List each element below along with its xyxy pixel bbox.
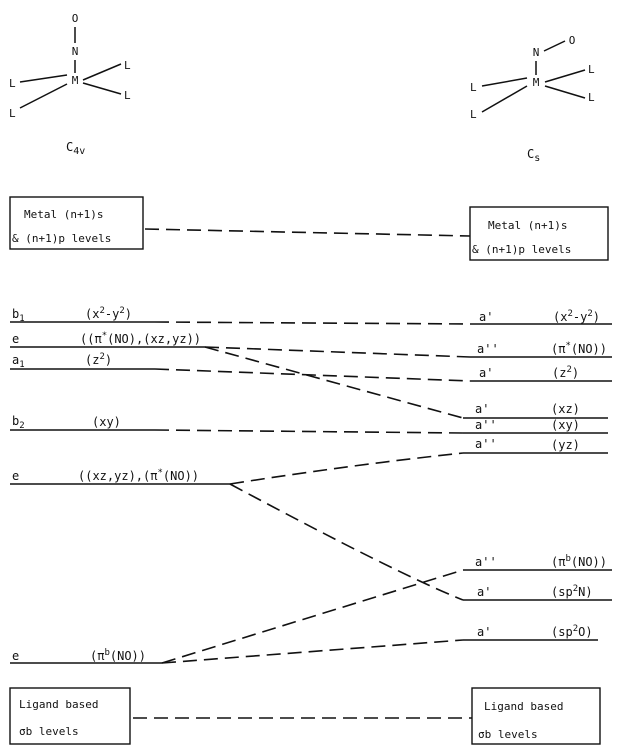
left-sym-e-middle: e [12, 469, 19, 483]
cs-m-atom: M [533, 76, 540, 89]
right-bottom-box-line-1: Ligand based [484, 700, 563, 713]
c4v-n-atom: N [72, 45, 79, 58]
corr-e-to-yz [229, 452, 464, 485]
right-bottom-box-line-2: σb levels [478, 728, 538, 741]
c4v-structure: O N M L L L L C4v [9, 12, 131, 157]
right-sym-xz: a' [475, 402, 489, 416]
corr-a1-to-z2 [154, 368, 471, 382]
left-orb-a1: (z2) [85, 352, 112, 367]
left-bottom-box-line-1: Ligand based [19, 698, 98, 711]
right-sym-x2y2: a' [479, 310, 493, 324]
c4v-ligand-1: L [9, 77, 16, 90]
right-top-box-line-2: & (n+1)p levels [472, 243, 571, 256]
cs-label: Cs [527, 147, 540, 164]
left-top-box-line-1: Metal (n+1)s [24, 208, 103, 221]
left-level-labels: b1 (x2-y2) e ((π*(NO),(xz,yz)) a1 (z2) b… [12, 306, 201, 663]
corr-e-to-sp2n [229, 483, 464, 601]
left-top-box: Metal (n+1)s & (n+1)p levels [9, 196, 144, 250]
cs-ligand-3: L [588, 63, 595, 76]
left-sym-e-upper: e [12, 332, 19, 346]
left-orb-e-lower: (πb(NO)) [90, 648, 146, 663]
right-top-box: Metal (n+1)s & (n+1)p levels [469, 206, 609, 261]
top-box-connector [144, 228, 471, 237]
right-orb-z2: (z2) [552, 365, 579, 380]
right-orb-sp2o: (sp2O) [551, 624, 593, 639]
corr-pib-to-pib [161, 569, 464, 664]
left-levels [10, 321, 230, 664]
left-top-box-line-2: & (n+1)p levels [12, 232, 111, 245]
c4v-m-atom: M [72, 74, 79, 87]
right-orb-xy: (xy) [551, 418, 580, 432]
right-sym-sp2n: a' [477, 585, 491, 599]
left-sym-b2: b2 [12, 414, 25, 431]
right-orb-pi-b: (πb(NO)) [551, 554, 607, 569]
c4v-label: C4v [66, 140, 85, 157]
right-sym-pi-b: a'' [475, 555, 497, 569]
cs-ligand-1: L [470, 81, 477, 94]
left-sym-e-lower: e [12, 649, 19, 663]
right-orb-pi-star: (π*(NO)) [551, 341, 607, 356]
c4v-ligand-2: L [9, 107, 16, 120]
right-sym-sp2o: a' [477, 625, 491, 639]
left-orb-b2: (xy) [92, 415, 121, 429]
right-levels [463, 323, 612, 641]
cs-ligand-2: L [470, 108, 477, 121]
correlation-lines [154, 321, 471, 664]
right-sym-z2: a' [479, 366, 493, 380]
corr-b2-to-xy [154, 429, 464, 434]
right-top-box-line-1: Metal (n+1)s [488, 219, 567, 232]
right-level-labels: a' (x2-y2) a'' (π*(NO)) a' (z2) a' (xz) … [475, 309, 607, 639]
cs-structure: N O M L L L L Cs [470, 34, 595, 164]
right-sym-xy: a'' [475, 418, 497, 432]
left-orb-e-upper: ((π*(NO),(xz,yz)) [80, 331, 201, 346]
right-orb-xz: (xz) [551, 402, 580, 416]
corr-pib-to-sp2o [161, 639, 464, 664]
corr-e-to-xz [204, 346, 464, 419]
left-sym-a1: a1 [12, 353, 25, 370]
cs-ligand-4: L [588, 91, 595, 104]
left-bottom-box-line-2: σb levels [19, 725, 79, 738]
cs-n-atom: N [533, 46, 540, 59]
corr-e-to-pistar [204, 346, 471, 358]
cs-o-atom: O [569, 34, 576, 47]
c4v-ligand-3: L [124, 59, 131, 72]
right-bottom-box: Ligand based σb levels [471, 687, 601, 745]
right-sym-pi-star: a'' [477, 342, 499, 356]
right-sym-yz: a'' [475, 437, 497, 451]
left-bottom-box: Ligand based σb levels [9, 687, 131, 745]
corr-b1-to-a1p [154, 321, 471, 325]
c4v-o-atom: O [72, 12, 79, 25]
right-orb-sp2n: (sp2N) [551, 584, 593, 599]
left-orb-e-middle: ((xz,yz),(π*(NO)) [78, 468, 199, 483]
right-orb-yz: (yz) [551, 438, 580, 452]
c4v-ligand-4: L [124, 89, 131, 102]
right-orb-x2y2: (x2-y2) [553, 309, 600, 324]
left-orb-b1: (x2-y2) [85, 306, 132, 321]
